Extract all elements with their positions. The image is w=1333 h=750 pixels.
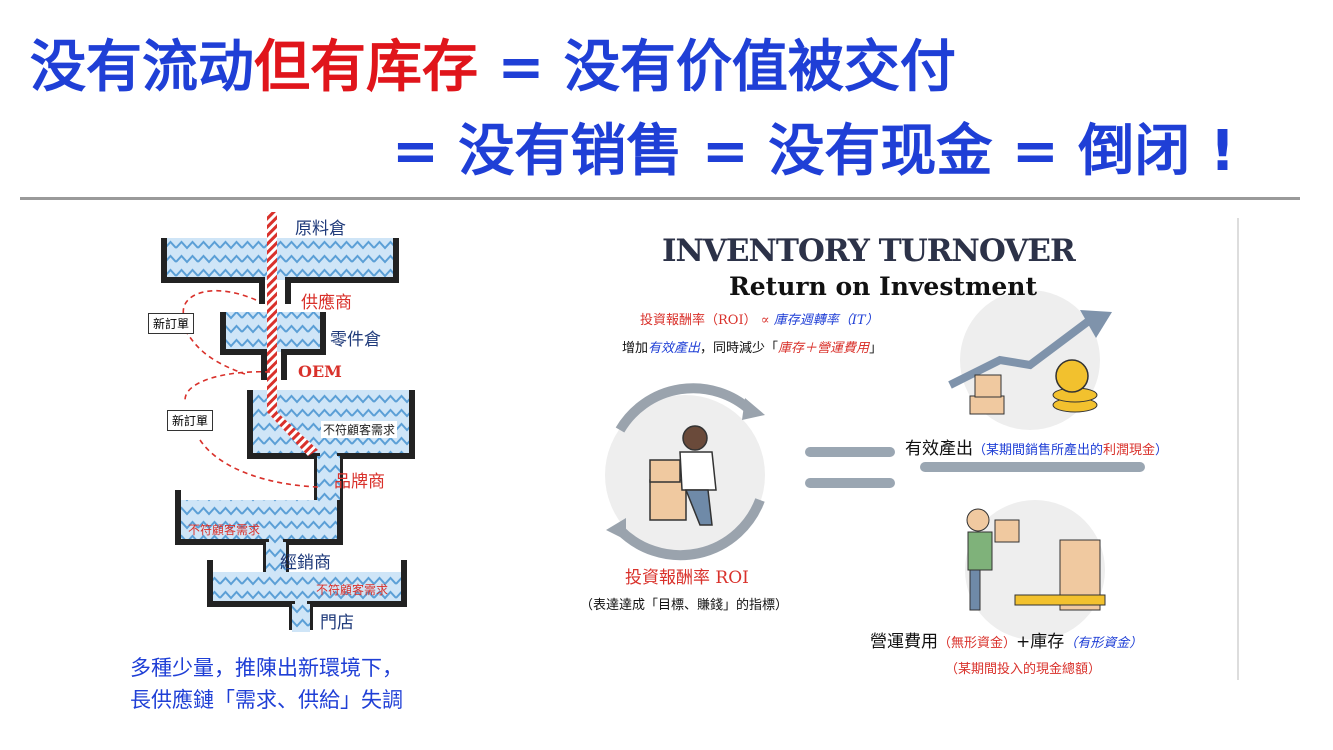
growth-graphic — [948, 290, 1112, 430]
divider — [20, 197, 1300, 200]
warehouse-graphic — [965, 500, 1106, 640]
increase-inventory: 庫存＋營運費用 — [778, 341, 870, 356]
cost-line: 營運費用（無形資金）+庫存（有形資金） — [870, 627, 1142, 652]
cost-note: （某期間投入的現金總額） — [945, 662, 1102, 677]
increase-output: 有效產出 — [648, 341, 701, 356]
parts-warehouse-label: 零件倉 — [330, 330, 381, 350]
output-note-open: （某期間銷售所產出的 — [973, 443, 1104, 458]
mismatch-label-3: 不符顧客需求 — [316, 583, 389, 597]
headline-line-1: 没有流动但有库存 = 没有价值被交付 — [30, 40, 956, 96]
formula-roi: 投資報酬率（ROI） — [640, 313, 757, 328]
turnover-subtitle: Return on Investment — [729, 272, 1038, 301]
fraction-bar — [920, 462, 1145, 472]
new-order-box-1: 新訂單 — [148, 313, 195, 334]
distributor-label: 經銷商 — [280, 553, 331, 573]
cost-plus-inventory: +庫存 — [1016, 632, 1065, 652]
cost-intangible: （無形資金） — [938, 636, 1017, 651]
red-flow-pipe — [267, 212, 318, 456]
increase-prefix: 增加 — [622, 341, 649, 356]
mismatch-label-1: 不符顧客需求 — [321, 421, 398, 438]
new-order-box-2: 新訂單 — [167, 410, 214, 431]
headline-run-0: 没有流动 — [30, 35, 254, 100]
formula-it: 庫存週轉率（IT） — [773, 313, 879, 328]
cost-label: 營運費用 — [870, 632, 938, 652]
raw-warehouse-tank — [161, 238, 399, 304]
caption-line-1: 多種少量，推陳出新環境下， — [130, 656, 403, 680]
caption-line-2: 長供應鏈「需求、供給」失調 — [130, 688, 403, 712]
roi-cycle-graphic — [605, 383, 765, 561]
increase-mid: ，同時減少「 — [700, 341, 779, 356]
headline-run-2: = 没有价值被交付 — [478, 35, 956, 100]
formula-proportional: ∝ — [760, 313, 770, 328]
headline-line-2: = 没有销售 = 没有现金 = 倒闭 ! — [392, 119, 1236, 184]
output-note-close: ） — [1155, 443, 1169, 458]
cost-tangible: （有形資金） — [1064, 636, 1143, 651]
output-line: 有效產出（某期間銷售所產出的利潤現金） — [905, 434, 1168, 459]
turnover-title: INVENTORY TURNOVER — [662, 233, 1076, 269]
roi-note: （表達達成「目標、賺錢」的指標） — [580, 598, 789, 613]
brand-label: 品牌商 — [334, 472, 385, 492]
increase-suffix: 」 — [869, 341, 883, 356]
supplier-label: 供應商 — [301, 293, 352, 313]
raw-warehouse-label: 原料倉 — [295, 219, 346, 239]
roi-label: 投資報酬率 ROI — [625, 568, 749, 588]
equals-sign — [805, 447, 895, 488]
increase-line: 增加有效產出，同時減少「庫存＋營運費用」 — [622, 337, 882, 356]
formula-line: 投資報酬率（ROI） ∝ 庫存週轉率（IT） — [640, 309, 879, 328]
new-order-arrows — [182, 290, 319, 488]
distributor-tank — [175, 490, 343, 574]
mismatch-label-2: 不符顧客需求 — [188, 523, 261, 537]
output-label: 有效產出 — [905, 439, 973, 459]
output-note-profit: 利潤現金 — [1103, 443, 1156, 458]
store-label: 門店 — [320, 613, 354, 633]
store-tank — [207, 560, 407, 632]
oem-label: OEM — [298, 362, 342, 381]
headline-run-1: 但有库存 — [254, 35, 478, 100]
